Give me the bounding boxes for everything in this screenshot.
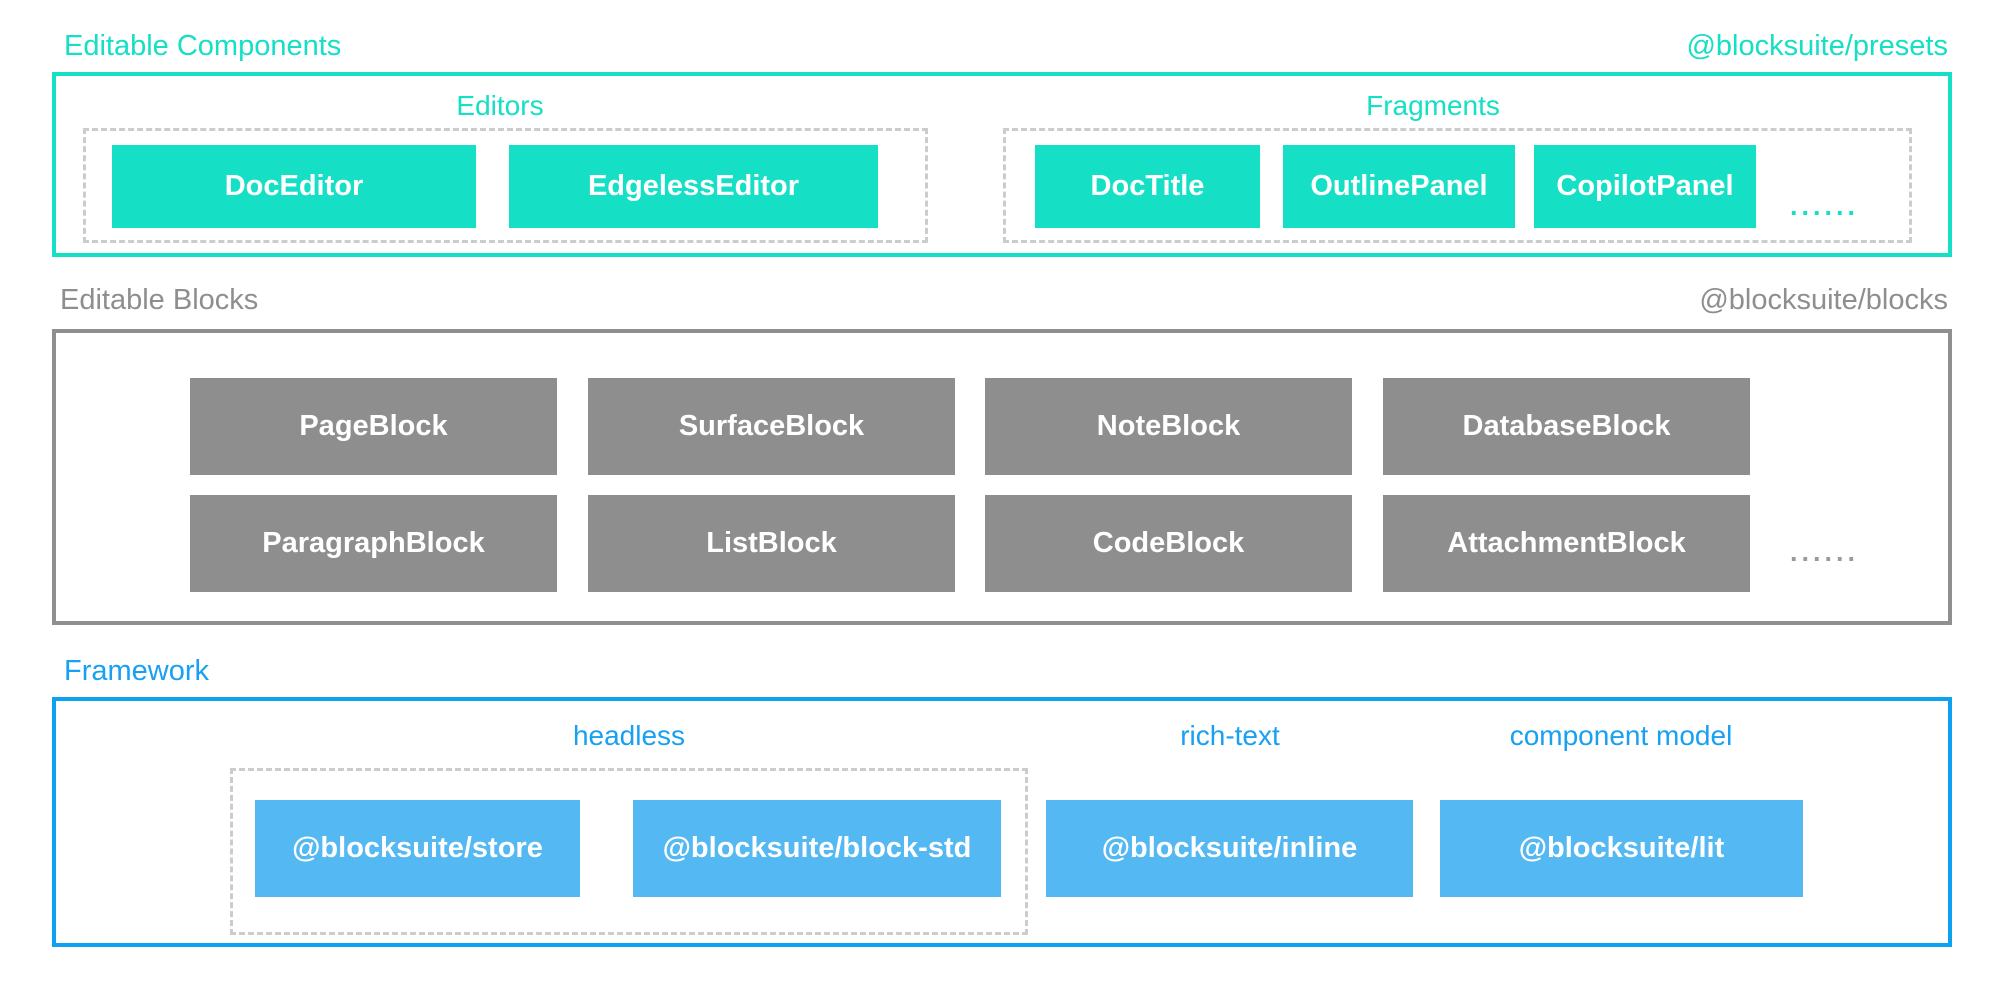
box-paragraphblock: ParagraphBlock <box>190 495 557 592</box>
group-label-editors: Editors <box>456 90 544 121</box>
box-attachmentblock: AttachmentBlock <box>1383 495 1750 592</box>
box-doctitle: DocTitle <box>1035 145 1260 228</box>
fragments-ellipsis: ...... <box>1790 191 1860 221</box>
headless-group-frame <box>230 768 1028 935</box>
blocks-ellipsis: ...... <box>1790 537 1860 567</box>
section-title-editable-blocks: Editable Blocks <box>60 284 259 316</box>
group-label-fragments: Fragments <box>1366 90 1500 121</box>
box-doceditor: DocEditor <box>112 145 476 228</box>
fragments-group-frame <box>1003 128 1912 243</box>
group-label-component-model: component model <box>1509 720 1733 751</box>
section-title-framework: Framework <box>64 655 210 687</box>
box-blocksuite-store: @blocksuite/store <box>255 800 580 897</box>
box-copilotpanel: CopilotPanel <box>1534 145 1756 228</box>
box-blocksuite-block-std: @blocksuite/block-std <box>633 800 1001 897</box>
box-outlinepanel: OutlinePanel <box>1283 145 1515 228</box>
section-title-editable-components: Editable Components <box>64 30 342 62</box>
editors-group-frame <box>83 128 928 243</box>
group-label-rich-text: rich-text <box>1180 720 1280 751</box>
package-label-presets: @blocksuite/presets <box>1686 30 1948 62</box>
box-blocksuite-inline: @blocksuite/inline <box>1046 800 1413 897</box>
box-blocksuite-lit: @blocksuite/lit <box>1440 800 1803 897</box>
box-surfaceblock: SurfaceBlock <box>588 378 955 475</box>
box-pageblock: PageBlock <box>190 378 557 475</box>
box-noteblock: NoteBlock <box>985 378 1352 475</box>
box-codeblock: CodeBlock <box>985 495 1352 592</box>
box-edgelesseditor: EdgelessEditor <box>509 145 878 228</box>
package-label-blocks: @blocksuite/blocks <box>1699 284 1948 316</box>
box-databaseblock: DatabaseBlock <box>1383 378 1750 475</box>
box-listblock: ListBlock <box>588 495 955 592</box>
group-label-headless: headless <box>572 720 686 751</box>
